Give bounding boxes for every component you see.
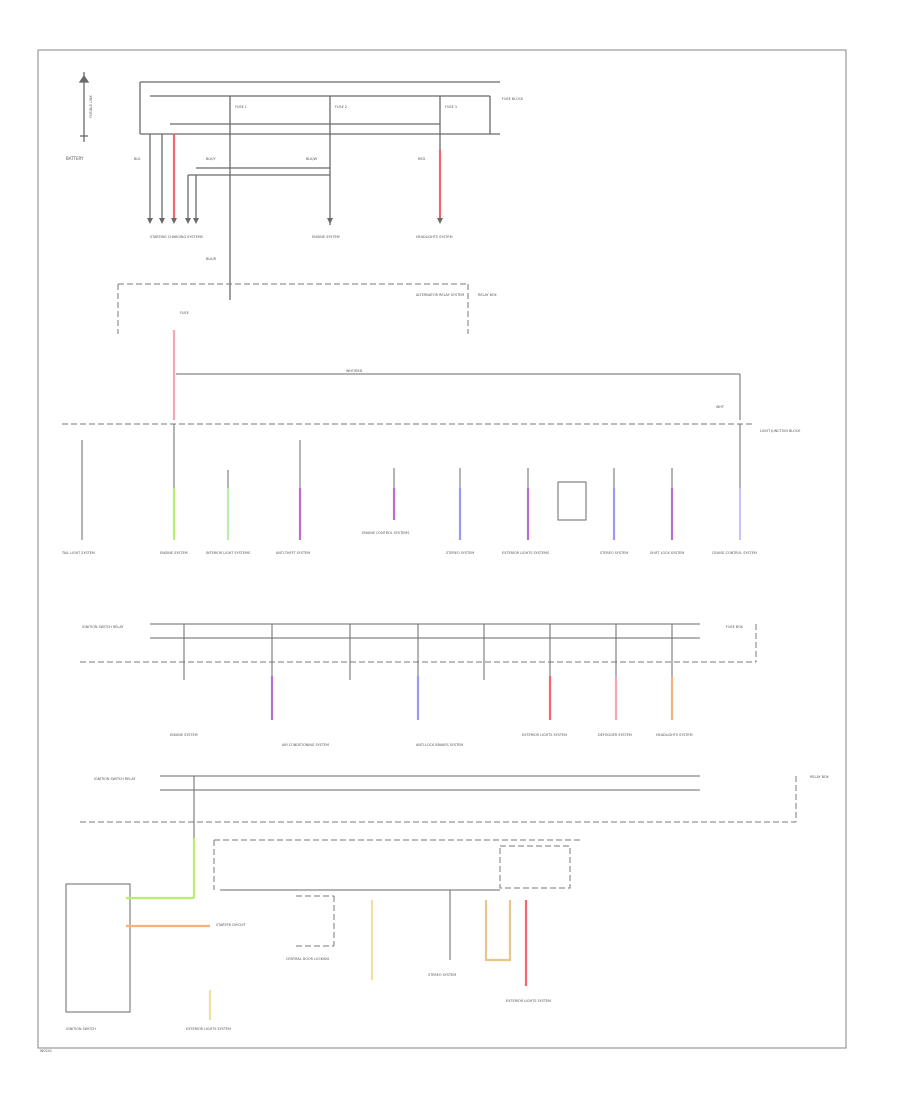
- wire-tan-loop: [484, 900, 512, 962]
- battery-section: [78, 72, 500, 300]
- row4-label-0: STARTER CIRCUIT: [216, 923, 246, 927]
- battery-fuse-label: FUSIBLE LINK: [89, 95, 93, 118]
- row3-left-label: IGNITION SWITCH RELAY: [82, 625, 124, 629]
- row4-label-3: EXTERIOR LIGHTS SYSTEM: [506, 999, 551, 1003]
- row4-label-2: STEREO SYSTEM: [428, 973, 456, 977]
- system-engine-top: ENGINE SYSTEM: [312, 235, 340, 239]
- cross-wire-label: WHT/RED: [346, 369, 363, 373]
- junction-block-label: LIGHT JUNCTION BLOCK: [760, 429, 801, 433]
- ignition-switch-label: IGNITION SWITCH: [66, 1027, 96, 1031]
- relay-note: ALTERNATOR RELAY SYSTEM: [416, 293, 464, 297]
- row2-label-6: EXTERIOR LIGHTS SYSTEMS: [502, 551, 549, 555]
- row3-label-4: DEFOGGER SYSTEM: [598, 733, 632, 737]
- fuse-block-label: FUSE BLOCK: [502, 97, 524, 101]
- diagram-frame: [37, 49, 847, 1049]
- row2-label-4: ENGINE CONTROL SYSTEMS: [362, 531, 409, 535]
- row3-right-label: FUSE BOX: [726, 625, 744, 629]
- fuse-3-label: FUSE 3: [445, 105, 457, 109]
- relay-box-row1: [117, 283, 741, 420]
- row3-label-0: ENGINE SYSTEM: [170, 733, 198, 737]
- junction-wire-label: WHT: [716, 405, 725, 409]
- wire-code-blk-y: BLK/Y: [206, 157, 217, 161]
- wire-code-blk-r: BLK/R: [206, 257, 217, 261]
- row3-label-2: ANTI-LOCK BRAKES SYSTEM: [416, 743, 463, 747]
- row2-label-1: ENGINE SYSTEM: [160, 551, 188, 555]
- relay-box-label-row1: RELAY BOX: [478, 293, 497, 297]
- system-starting: STARTING CHARGING SYSTEMS: [150, 235, 203, 239]
- row2-label-8: SHIFT LOCK SYSTEM: [650, 551, 684, 555]
- row1-fuse-label: FUSE: [180, 311, 189, 315]
- row2-label-5: STEREO SYSTEM: [446, 551, 474, 555]
- wire-code-blk: BLK: [134, 157, 141, 161]
- fuse-1-label: FUSE 1: [235, 105, 247, 109]
- row2-label-9: CRUISE CONTROL SYSTEM: [712, 551, 757, 555]
- fuse-2-label: FUSE 2: [335, 105, 347, 109]
- row4-label-1: EXTERIOR LIGHTS SYSTEM: [186, 1027, 231, 1031]
- row2-label-0: TAIL LIGHT SYSTEM: [61, 551, 95, 555]
- row2-label-7: STEREO SYSTEM: [600, 551, 628, 555]
- row2-feeds: [81, 424, 741, 540]
- footer-code: W0241: [40, 1049, 52, 1053]
- row3-label-3: EXTERIOR LIGHTS SYSTEM: [522, 733, 567, 737]
- row2-label-3: ANTI-THEFT SYSTEM: [276, 551, 310, 555]
- row4-label-4: CENTRAL DOOR LOCKING: [286, 957, 330, 961]
- row4-left-label: IGNITION SWITCH RELAY: [94, 777, 136, 781]
- wire-code-blk-w: BLK/W: [306, 157, 318, 161]
- battery-label: BATTERY: [66, 156, 84, 161]
- row3-bus: [80, 623, 757, 680]
- wire-code-red: RED: [418, 157, 425, 161]
- connector-arrows-top: [147, 218, 443, 224]
- row3-label-1: AIR CONDITIONING SYSTEM: [282, 743, 329, 747]
- row2-label-2: INTERIOR LIGHT SYSTEMS: [206, 551, 250, 555]
- row4-right-label: RELAY BOX: [810, 775, 829, 779]
- system-headlights-top: HEADLIGHTS SYSTEM: [416, 235, 453, 239]
- row3-label-5: HEADLIGHTS SYSTEM: [656, 733, 693, 737]
- row4-bus: [65, 775, 797, 1013]
